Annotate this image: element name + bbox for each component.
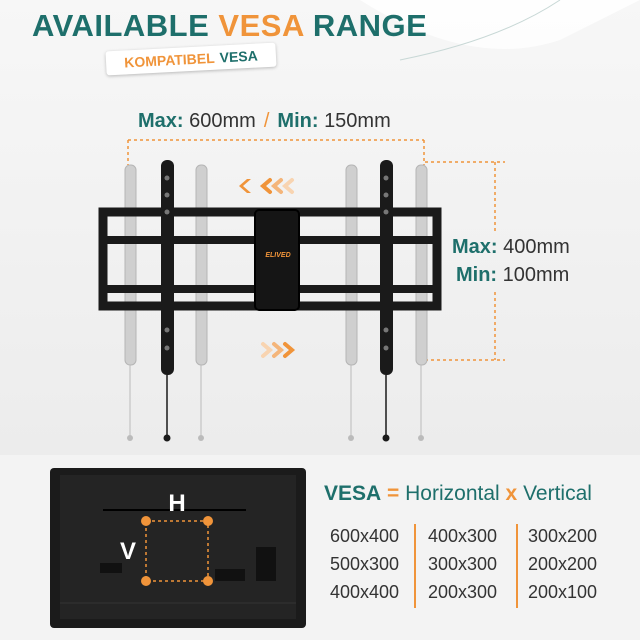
column-separator — [414, 524, 416, 608]
horizontal-dimension-label: Max: 600mm/Min: 150mm — [138, 110, 391, 132]
vesa-size: 600x400 — [330, 526, 400, 546]
vesa-formula: VESA = Horizontal x Vertical — [324, 482, 592, 505]
tv-mount-illustration — [98, 139, 505, 442]
column-separator — [516, 524, 518, 608]
vesa-size: 200x200 — [528, 554, 598, 574]
vertical-v-label: V — [119, 538, 136, 565]
vesa-size: 200x300 — [428, 582, 498, 602]
decorative-swoosh — [360, 0, 640, 61]
brand-logo: ELIVED — [265, 252, 291, 259]
vesa-size: 400x300 — [428, 526, 498, 546]
vertical-min-label: Min: 100mm — [456, 264, 570, 286]
vesa-size: 300x200 — [528, 526, 598, 546]
page-title: AVAILABLE VESA RANGE — [32, 8, 428, 43]
horizontal-h-label: H — [168, 490, 186, 517]
vertical-max-label: Max: 400mm — [452, 236, 570, 258]
vesa-size: 500x300 — [330, 554, 400, 574]
vesa-size: 400x400 — [330, 582, 400, 602]
tv-back-diagram — [50, 468, 306, 628]
vesa-size: 300x300 — [428, 554, 498, 574]
vesa-size: 200x100 — [528, 582, 598, 602]
